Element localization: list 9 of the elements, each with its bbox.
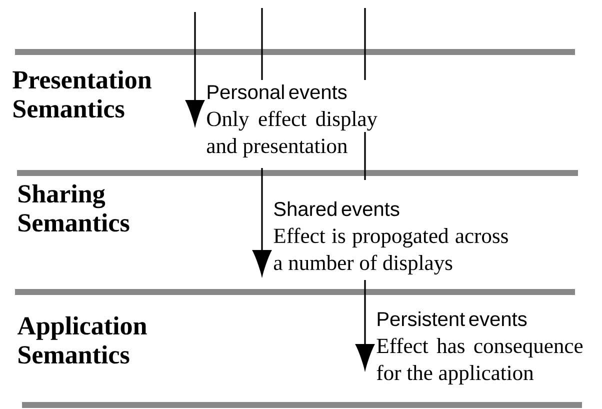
layer-label: Sharing Semantics: [18, 184, 130, 232]
event-description: Shared events Effect is propogated across a number of displays: [274, 201, 508, 275]
arrow: [252, 7, 272, 276]
arrow: [356, 7, 374, 370]
layer-label: Application Semantics: [17, 316, 147, 364]
arrow: [186, 12, 204, 126]
layer-label: Presentation Semantics: [12, 70, 152, 118]
event-description: Personal events Only effect display and presentation: [206, 84, 378, 158]
event-description: Persistent events Effect has consequence for the application: [376, 311, 583, 385]
